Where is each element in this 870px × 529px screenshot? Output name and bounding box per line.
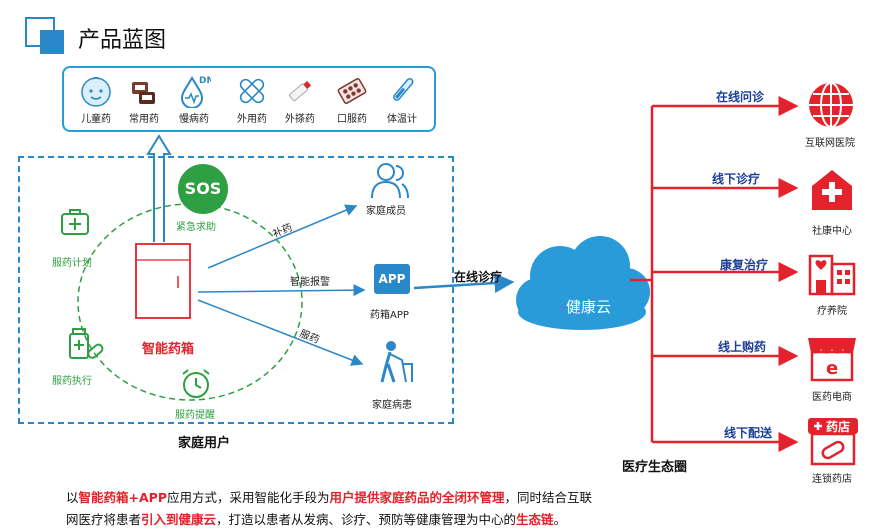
medicine-execute-icon — [69, 328, 104, 359]
execute-label: 服药执行 — [52, 376, 92, 387]
smart-box-label: 智能药箱 — [142, 342, 195, 357]
medicine-plan-icon — [61, 209, 89, 235]
sanatorium-icon[interactable] — [806, 248, 858, 296]
caption-text: 网医疗将患者 — [66, 512, 142, 527]
thermometer-icon — [393, 78, 414, 101]
bandage-icon — [239, 78, 265, 104]
ointment-tube-icon — [288, 80, 312, 102]
category-common-medicine[interactable]: 常用药 — [118, 74, 170, 125]
caption-line-2: 网医疗将患者引入到健康云，打造以患者从发病、诊疗、预防等健康管理为中心的生态链。 — [66, 509, 566, 528]
eshop-letter: e — [826, 358, 838, 379]
family-area-label: 家庭用户 — [178, 436, 231, 451]
caption-text: 。 — [553, 512, 567, 527]
family-user-area — [18, 156, 454, 424]
community-center-label: 社康中心 — [812, 226, 852, 237]
patient-walker-icon — [380, 341, 413, 383]
pill-box-icon — [132, 82, 155, 104]
route-online-purchase: 线上购药 — [718, 340, 767, 354]
chain-pharmacy-label: 连锁药店 — [812, 474, 852, 485]
caption-text: ，打造以患者从发病、诊疗、预防等健康管理为中心的 — [216, 512, 517, 527]
category-label: 常用药 — [129, 114, 159, 125]
caption-highlight: 智能药箱+APP — [78, 490, 167, 505]
category-external-medicine[interactable]: 外用药 — [226, 74, 278, 125]
remind-label: 服药提醒 — [175, 410, 215, 421]
route-rehab: 康复治疗 — [720, 258, 769, 272]
blister-pack-icon — [337, 78, 367, 104]
caption-highlight: 用户提供家庭药品的全闭环管理 — [329, 490, 505, 505]
page-title: 产品蓝图 — [78, 28, 167, 53]
category-oral-medicine[interactable]: 口服药 — [326, 74, 378, 125]
caption-highlight: 引入到健康云 — [141, 512, 217, 527]
title-mark-icon — [25, 17, 64, 54]
category-label: 外用药 — [237, 114, 267, 125]
caption-text: 应用方式，采用智能化手段为 — [167, 490, 330, 505]
ecosystem-title: 医疗生态圈 — [622, 460, 688, 475]
globe-icon[interactable] — [806, 80, 856, 130]
category-ointment[interactable]: 外搽药 — [274, 74, 326, 125]
category-child-medicine[interactable]: 儿童药 — [70, 74, 122, 125]
clinic-cross-icon[interactable] — [808, 166, 856, 212]
pharmacy-sign: 药店 — [826, 419, 850, 434]
category-label: 儿童药 — [81, 114, 111, 125]
dm-badge: DM — [199, 76, 211, 86]
online-diagnosis-label: 在线诊疗 — [454, 270, 503, 284]
eshop-icon[interactable]: e — [806, 334, 858, 382]
sos-button[interactable]: SOS — [178, 164, 228, 214]
pharmacy-icon[interactable]: 药店 — [806, 416, 860, 468]
caption-text: ，同时结合互联 — [504, 490, 593, 505]
category-label: 口服药 — [337, 114, 367, 125]
up-arrow — [146, 134, 172, 242]
caption-highlight: 生态链 — [516, 512, 554, 527]
sos-label: 紧急求助 — [176, 222, 216, 233]
caption-text: 以 — [66, 490, 79, 505]
category-chronic-medicine[interactable]: DM 慢病药 — [168, 74, 220, 125]
category-label: 慢病药 — [179, 114, 209, 125]
internet-hospital-label: 互联网医院 — [805, 138, 855, 149]
category-thermometer[interactable]: 体温计 — [376, 74, 428, 125]
health-cloud-label: 健康云 — [566, 298, 612, 316]
sanatorium-label: 疗养院 — [817, 306, 847, 317]
caption-line-1: 以智能药箱+APP应用方式，采用智能化手段为用户提供家庭药品的全闭环管理，同时结… — [66, 487, 592, 506]
family-member-icon — [371, 163, 409, 199]
edge-label-alarm: 智能报警 — [290, 277, 330, 288]
family-member-label: 家庭成员 — [366, 206, 406, 217]
plan-label: 服药计划 — [52, 258, 92, 269]
app-icon[interactable]: APP — [374, 264, 410, 294]
app-label: 药箱APP — [370, 310, 409, 321]
ecommerce-label: 医药电商 — [812, 392, 852, 403]
health-cloud-icon[interactable] — [510, 226, 656, 334]
category-label: 体温计 — [387, 114, 417, 125]
smart-medicine-box-icon[interactable] — [134, 242, 192, 320]
route-offline-delivery: 线下配送 — [724, 426, 773, 440]
medicine-category-panel: 儿童药 常用药 DM 慢病药 外用药 — [62, 66, 436, 132]
route-online-consult: 在线问诊 — [716, 90, 765, 104]
baby-face-icon — [81, 76, 111, 107]
chronic-drop-icon: DM — [180, 76, 211, 108]
patient-label: 家庭病患 — [372, 400, 412, 411]
alarm-clock-icon — [182, 369, 210, 398]
category-label: 外搽药 — [285, 114, 315, 125]
route-offline-treat: 线下诊疗 — [712, 172, 761, 186]
